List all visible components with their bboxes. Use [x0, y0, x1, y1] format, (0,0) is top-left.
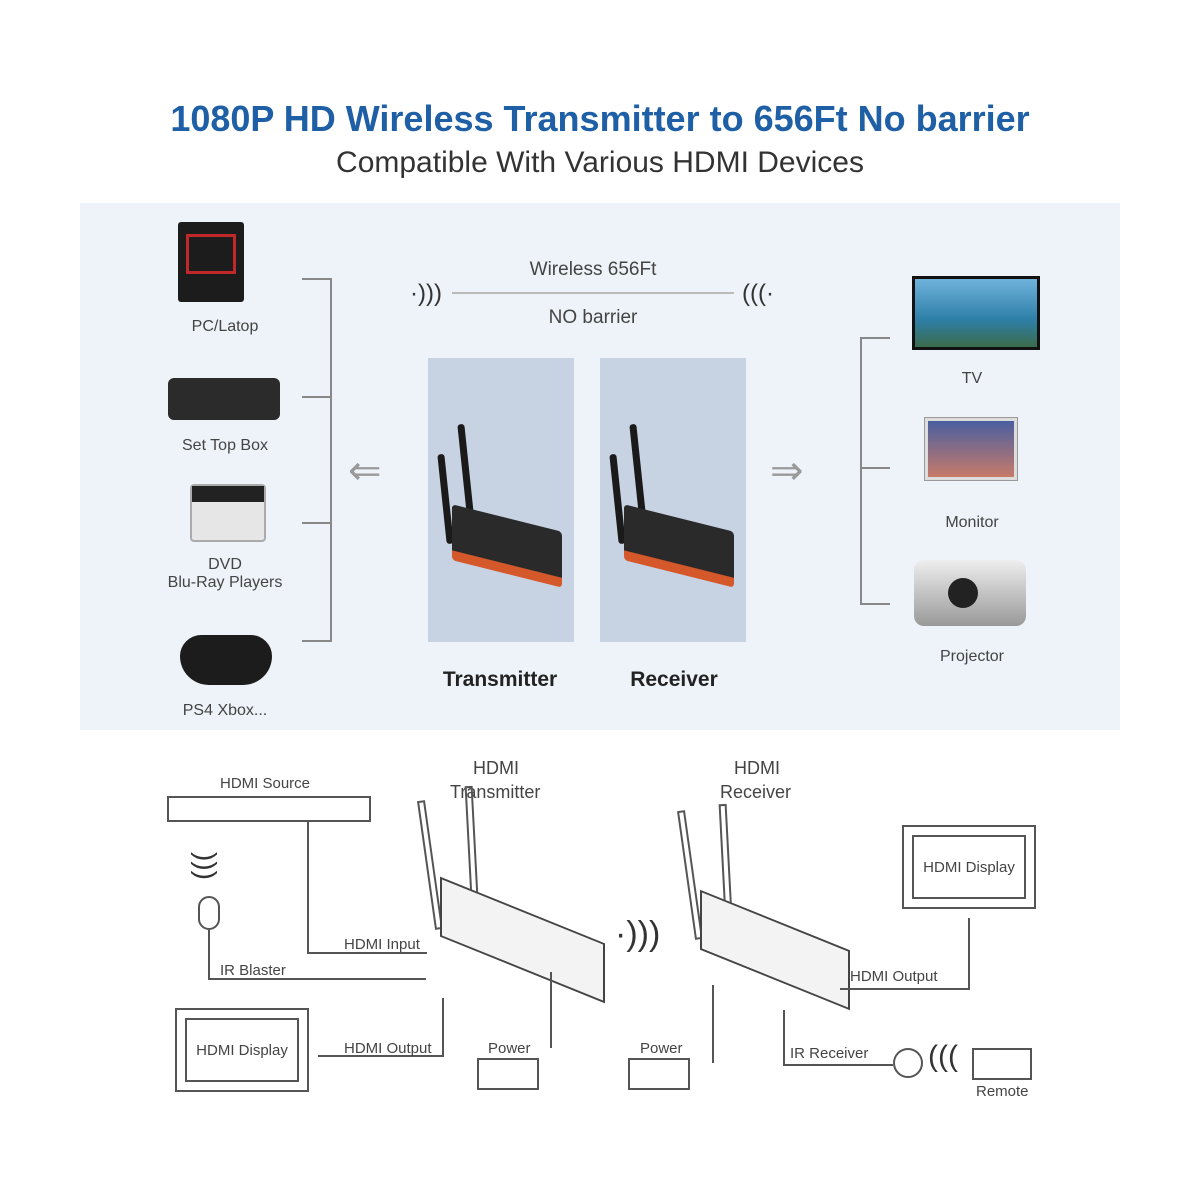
power-rx-label: Power [640, 1040, 683, 1057]
bracket-tick [860, 337, 890, 339]
ir-blaster-label: IR Blaster [220, 962, 286, 979]
transmitter-sketch [416, 785, 610, 1004]
bracket-line [860, 337, 862, 603]
transmitter-panel [428, 358, 574, 642]
hdmi-input-label: HDMI Input [344, 936, 420, 953]
connector-line [307, 822, 309, 954]
connector-line [840, 988, 970, 990]
receiver-sketch [676, 803, 870, 1011]
monitor-icon [924, 417, 1018, 481]
connector-line [442, 998, 444, 1056]
receiver-device-icon [624, 504, 734, 588]
connector-line [550, 972, 552, 1048]
signal-left-icon: ·))) [410, 280, 442, 307]
display-label: Monitor [945, 514, 999, 531]
connector-line [783, 1010, 785, 1065]
hdmi-display-right: HDMI Display [902, 825, 1036, 909]
hdmi-display-left: HDMI Display [175, 1008, 309, 1092]
dvd-player-icon [190, 484, 266, 542]
signal-right-icon: (((· [742, 280, 774, 307]
projector-icon [914, 560, 1026, 626]
hdmi-source-icon [167, 796, 371, 822]
wireless-signal-icon: ·))) [615, 915, 661, 953]
transmitter-label: Transmitter [442, 668, 558, 691]
source-label: PS4 Xbox... [182, 702, 268, 719]
wireless-barrier: NO barrier [548, 307, 638, 328]
ir-receiver-icon [893, 1048, 923, 1078]
source-label: PC/Latop [191, 318, 259, 335]
display-label: Projector [939, 648, 1005, 665]
receiver-label: Receiver [630, 668, 718, 691]
power-adapter-icon [477, 1058, 539, 1090]
hdmi-output-right-label: HDMI Output [850, 968, 938, 985]
ir-signal-icon: ((( [928, 1040, 958, 1073]
gamepad-icon [180, 635, 272, 685]
hdmi-source-label: HDMI Source [220, 775, 311, 792]
pc-icon [178, 222, 244, 302]
rx-title: Receiver [720, 782, 792, 802]
bracket-tick [302, 396, 332, 398]
source-label: Set Top Box [182, 437, 268, 454]
remote-icon [972, 1048, 1032, 1080]
source-label: DVD [208, 556, 242, 573]
connector-line [307, 952, 427, 954]
hdmi-display-right-label: HDMI Display [923, 858, 1015, 876]
bracket-tick [860, 603, 890, 605]
receiver-panel [600, 358, 746, 642]
arrow-right-icon: ⇒ [770, 449, 804, 493]
display-label: TV [961, 370, 983, 387]
bracket-tick [302, 278, 332, 280]
bracket-line [330, 278, 332, 640]
bracket-tick [302, 640, 332, 642]
transmitter-device-icon [452, 504, 562, 588]
hdmi-display-left-label: HDMI Display [196, 1041, 288, 1059]
page-title: 1080P HD Wireless Transmitter to 656Ft N… [170, 98, 1030, 139]
remote-label: Remote [976, 1083, 1029, 1100]
rx-title: HDMI [734, 758, 780, 778]
set-top-box-icon [168, 378, 280, 420]
tx-title: Transmitter [450, 782, 541, 802]
wireless-line [452, 292, 734, 294]
hdmi-output-left-label: HDMI Output [344, 1040, 432, 1057]
tx-title: HDMI [473, 758, 519, 778]
connector-line [208, 978, 426, 980]
arrow-left-icon: ⇐ [348, 449, 382, 493]
connector-line [968, 918, 970, 990]
tv-icon [912, 276, 1040, 350]
power-tx-label: Power [488, 1040, 531, 1057]
ir-blaster-icon [198, 896, 220, 930]
wireless-distance: Wireless 656Ft [529, 259, 657, 280]
connector-line [712, 985, 714, 1063]
connector-line [208, 930, 210, 980]
ir-signal-icon: ))) [190, 852, 222, 880]
page-subtitle: Compatible With Various HDMI Devices [336, 146, 864, 179]
power-adapter-icon [628, 1058, 690, 1090]
bracket-tick [302, 522, 332, 524]
connector-line [318, 1055, 444, 1057]
connector-line [783, 1064, 893, 1066]
ir-receiver-label: IR Receiver [790, 1045, 869, 1062]
bracket-tick [860, 467, 890, 469]
source-label: Blu-Ray Players [167, 574, 283, 591]
